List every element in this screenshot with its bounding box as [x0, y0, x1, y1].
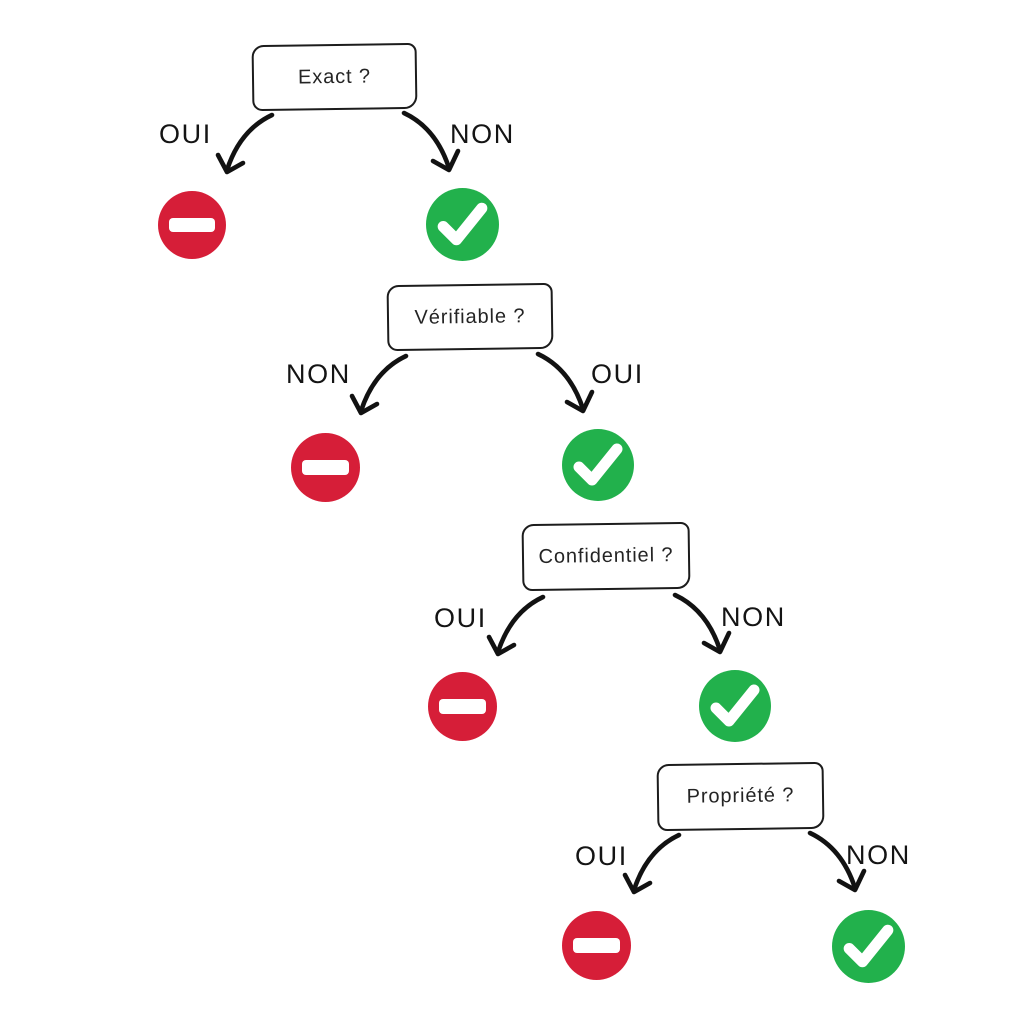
decision-box-propriete: Propriété ? — [656, 761, 825, 832]
checkmark-icon — [699, 670, 771, 742]
arrow-down-right-icon — [530, 347, 600, 421]
question-label: Propriété ? — [686, 784, 795, 808]
no-entry-bar — [439, 699, 486, 714]
branch-label-right: NON — [846, 840, 911, 870]
no-entry-icon — [291, 433, 360, 502]
decision-box-confidentiel: Confidentiel ? — [521, 521, 691, 592]
decision-box-exact: Exact ? — [251, 42, 418, 112]
arrow-down-right-icon — [396, 106, 466, 180]
decision-box-verifiable: Vérifiable ? — [386, 282, 554, 352]
no-entry-bar — [168, 217, 216, 233]
arrow-down-right-icon — [667, 588, 737, 662]
no-entry-bar — [573, 938, 620, 953]
arrow-down-left-icon — [344, 349, 414, 423]
arrow-down-left-icon — [210, 108, 280, 182]
no-entry-icon — [158, 191, 226, 259]
checkmark-icon — [562, 429, 634, 501]
branch-label-right: NON — [450, 119, 515, 149]
arrow-down-left-icon — [481, 590, 551, 664]
checkmark-icon — [426, 188, 499, 261]
branch-label-left: NON — [286, 359, 351, 389]
branch-label-right: NON — [721, 602, 786, 632]
question-label: Confidentiel ? — [538, 544, 674, 568]
checkmark-icon — [832, 910, 905, 983]
question-label: Exact ? — [297, 64, 372, 89]
question-label: Vérifiable ? — [414, 304, 526, 329]
branch-label-left: OUI — [575, 841, 628, 871]
branch-label-left: OUI — [159, 119, 212, 149]
no-entry-icon — [428, 672, 497, 741]
arrow-down-left-icon — [617, 828, 687, 902]
branch-label-right: OUI — [591, 359, 644, 389]
arrow-down-right-icon — [802, 826, 872, 900]
no-entry-icon — [562, 911, 631, 980]
no-entry-bar — [302, 460, 349, 475]
branch-label-left: OUI — [434, 603, 487, 633]
